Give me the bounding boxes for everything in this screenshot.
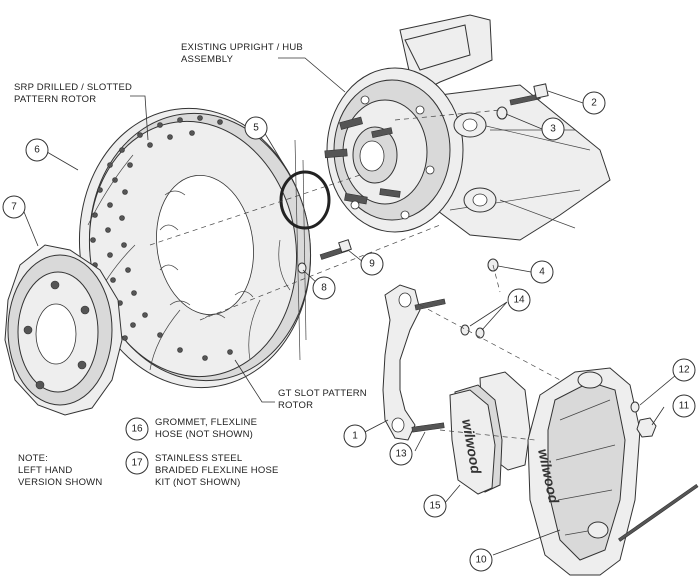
callout-9-number: 9 — [369, 259, 375, 270]
callout-12-number: 12 — [678, 365, 690, 376]
label-item17-2: BRAIDED FLEXLINE HOSE — [155, 465, 279, 476]
caliper: wilwood — [527, 367, 641, 576]
callout-14-number: 14 — [513, 295, 525, 306]
callout-1-number: 1 — [352, 431, 358, 442]
brake-pads: wilwood — [449, 371, 531, 495]
bracket-mount-bolt — [414, 298, 446, 311]
caliper-bracket — [382, 284, 421, 441]
caliper-nut — [636, 417, 657, 438]
label-item16-1: GROMMET, FLEXLINE — [155, 417, 257, 428]
callout-4-number: 4 — [539, 267, 545, 278]
label-item17-1: STAINLESS STEEL — [155, 453, 242, 464]
caliper-washer — [630, 401, 640, 413]
callout-16-number: 16 — [131, 424, 143, 435]
bracket-bolt — [509, 83, 549, 106]
text-labels: EXISTING UPRIGHT / HUB ASSEMBLY SRP DRIL… — [14, 42, 367, 488]
label-item16-2: HOSE (NOT SHOWN) — [155, 429, 253, 440]
upright-hub-assembly — [324, 14, 611, 241]
callout-2: 2 — [582, 91, 606, 115]
label-item17-3: KIT (NOT SHOWN) — [155, 477, 241, 488]
callout-6-number: 6 — [34, 145, 40, 156]
hat-bolt — [319, 239, 352, 260]
label-upright-2: ASSEMBLY — [181, 54, 234, 65]
callout-14: 14 — [507, 288, 531, 312]
callout-17-number: 17 — [131, 458, 143, 469]
callout-5: 5 — [244, 116, 268, 140]
label-upright-1: EXISTING UPRIGHT / HUB — [181, 42, 303, 53]
callout-11: 11 — [672, 394, 696, 418]
callout-7: 7 — [2, 195, 26, 219]
leader-lines — [21, 57, 677, 556]
bracket-washer-b — [475, 327, 485, 339]
assembly-guide-lines — [149, 109, 561, 441]
callout-13: 13 — [389, 442, 413, 466]
callout-15-number: 15 — [429, 501, 441, 512]
callout-4: 4 — [530, 260, 554, 284]
rotor — [78, 107, 312, 389]
callout-7-number: 7 — [11, 202, 17, 213]
callout-11-number: 11 — [679, 401, 690, 412]
callout-1: 1 — [343, 424, 367, 448]
callout-13-number: 13 — [395, 449, 407, 460]
callout-8: 8 — [312, 276, 336, 300]
o-ring — [279, 170, 331, 230]
label-note-3: VERSION SHOWN — [18, 477, 102, 488]
callout-15: 15 — [423, 494, 447, 518]
stud — [411, 422, 445, 433]
bracket-washer-a — [460, 324, 470, 336]
callout-6: 6 — [25, 138, 49, 162]
bridge-bolt — [618, 483, 699, 542]
callout-8-number: 8 — [321, 283, 327, 294]
wheel-studs — [324, 116, 401, 205]
callout-2-number: 2 — [591, 98, 597, 109]
rotor-hat — [4, 244, 123, 416]
callout-3: 3 — [541, 117, 565, 141]
callout-9: 9 — [360, 252, 384, 276]
callout-3-number: 3 — [550, 124, 556, 135]
callout-10: 10 — [469, 548, 493, 572]
callout-5-number: 5 — [253, 123, 259, 134]
label-srp-1: SRP DRILLED / SLOTTED — [14, 82, 132, 93]
callout-16: 16 — [125, 417, 149, 441]
bracket-washer — [496, 106, 508, 120]
callout-10-number: 10 — [475, 555, 487, 566]
callout-17: 17 — [125, 451, 149, 475]
label-gt-1: GT SLOT PATTERN — [278, 388, 367, 399]
label-srp-2: PATTERN ROTOR — [14, 94, 96, 105]
label-gt-2: ROTOR — [278, 400, 313, 411]
label-note-1: NOTE: — [18, 453, 48, 464]
callout-12: 12 — [672, 358, 696, 382]
label-note-2: LEFT HAND — [18, 465, 72, 476]
